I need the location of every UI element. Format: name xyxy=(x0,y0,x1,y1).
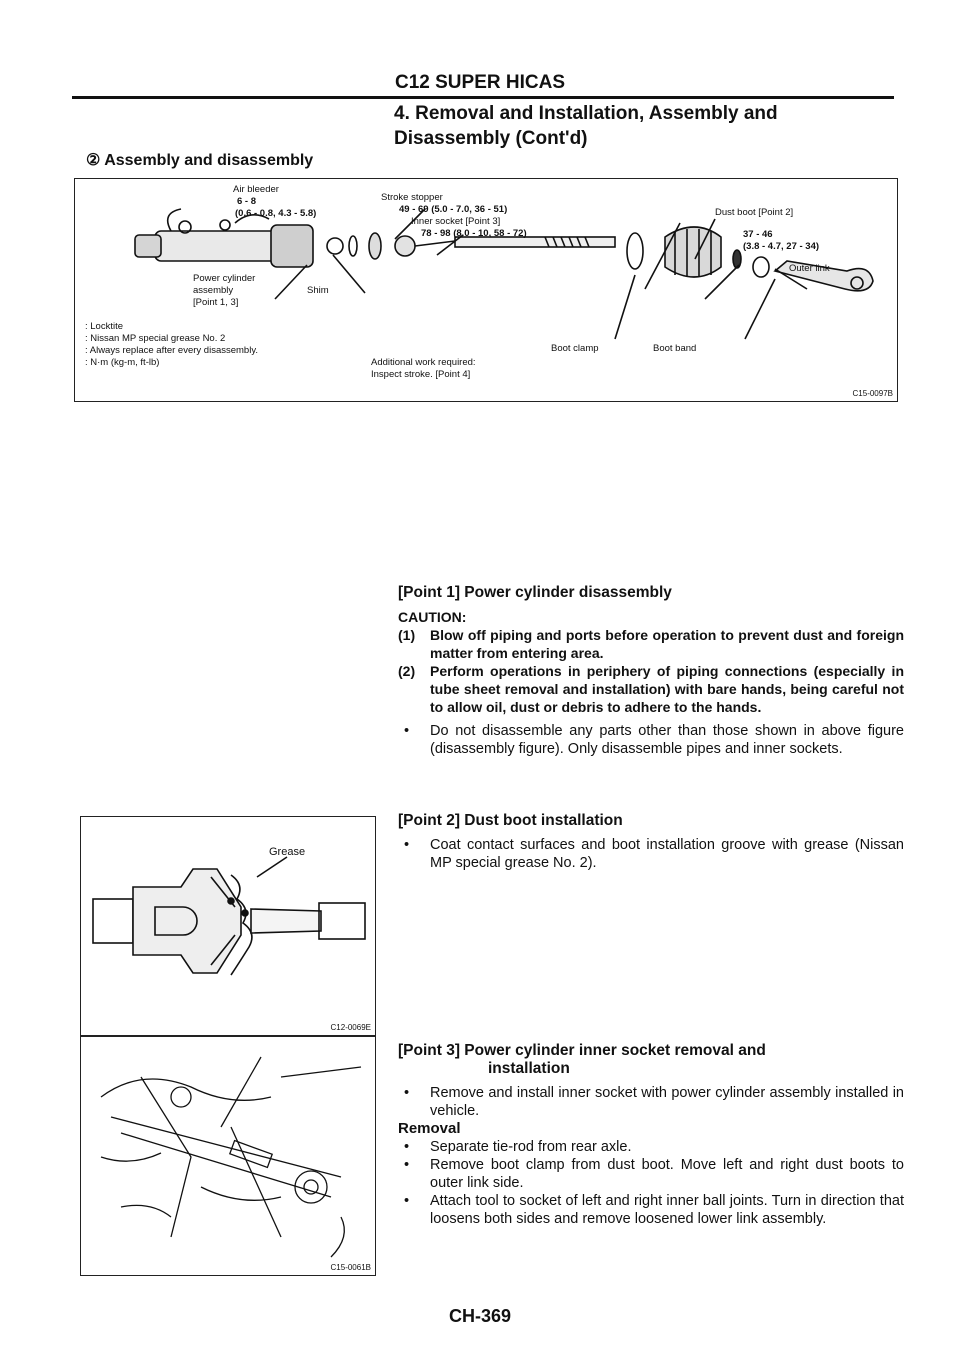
label-torque-inner-socket: 78 - 98 (8.0 - 10, 58 - 72) xyxy=(421,228,527,239)
label-torque-outer-link: 37 - 46 xyxy=(743,229,773,240)
legend-grease: : Nissan MP special grease No. 2 xyxy=(85,333,226,344)
point2-section: [Point 2] Dust boot installation Coat co… xyxy=(398,812,904,872)
point3-section: [Point 3] Power cylinder inner socket re… xyxy=(398,1042,904,1228)
point1-heading: [Point 1] Power cylinder disassembly xyxy=(398,584,672,601)
page-number: CH-369 xyxy=(448,1306,512,1326)
label-torque-outer-link-alt: (3.8 - 4.7, 27 - 34) xyxy=(743,241,820,252)
caution-item-1-number: (1) xyxy=(398,627,416,643)
label-torque-air-bleeder-alt: (0.6 - 0.8, 4.3 - 5.8) xyxy=(235,208,317,219)
label-dust-boot: Dust boot [Point 2] xyxy=(715,207,794,218)
legend-replace: : Always replace after every disassembly… xyxy=(85,345,259,356)
label-assembly: assembly xyxy=(193,285,234,296)
label-boot-clamp: Boot clamp xyxy=(551,343,599,354)
grease-figure: Grease C12-0069E xyxy=(80,816,376,1036)
title-rule xyxy=(72,96,894,99)
caution-item-1-text: Blow off piping and ports before operati… xyxy=(430,627,904,661)
label-grease: Grease xyxy=(269,846,306,858)
subsection-title: ② Assembly and disassembly xyxy=(86,152,314,169)
label-power-cylinder: Power cylinder xyxy=(193,273,256,284)
point2-heading: [Point 2] Dust boot installation xyxy=(398,812,623,829)
figure-code: C12-0069E xyxy=(330,1023,371,1032)
caution-item-2-number: (2) xyxy=(398,663,416,679)
vehicle-figure: C15-0061B xyxy=(80,1036,376,1276)
label-point-1-3: [Point 1, 3] xyxy=(193,297,239,308)
label-air-bleeder: Air bleeder xyxy=(233,184,279,195)
point1-section: [Point 1] Power cylinder disassembly CAU… xyxy=(398,584,904,758)
caution-item-2: (2) Perform operations in periphery of p… xyxy=(398,662,904,716)
removal-step-1: Separate tie-rod from rear axle. xyxy=(398,1138,904,1156)
point3-heading-cont: installation xyxy=(488,1060,570,1077)
removal-step-2: Remove boot clamp from dust boot. Move l… xyxy=(398,1156,904,1192)
label-inspect-stroke: Inspect stroke. [Point 4] xyxy=(371,369,471,380)
assembly-figure: Air bleeder 6 - 8 (0.6 - 0.8, 4.3 - 5.8)… xyxy=(74,178,898,402)
removal-label: Removal xyxy=(398,1120,461,1137)
document-title: C12 SUPER HICAS xyxy=(395,72,565,93)
label-additional-work: Additional work required: xyxy=(371,357,476,368)
point3-heading: [Point 3] Power cylinder inner socket re… xyxy=(398,1042,766,1059)
point2-bullet: Coat contact surfaces and boot installat… xyxy=(398,836,904,872)
caution-item-1: (1) Blow off piping and ports before ope… xyxy=(398,626,904,662)
label-shim: Shim xyxy=(307,285,329,296)
vehicle-drawing xyxy=(100,1056,362,1258)
legend-locktite: : Locktite xyxy=(85,321,124,332)
point3-intro: Remove and install inner socket with pow… xyxy=(398,1084,904,1120)
point1-bullet: Do not disassemble any parts other than … xyxy=(398,722,904,758)
figure-code: C15-0097B xyxy=(852,389,893,398)
caution-item-2-text: Perform operations in periphery of pipin… xyxy=(430,663,904,715)
label-torque-air-bleeder: 6 - 8 xyxy=(237,196,257,207)
removal-step-3: Attach tool to socket of left and right … xyxy=(398,1192,904,1228)
grease-drawing xyxy=(92,856,366,976)
label-outer-link: Outer link xyxy=(789,263,830,274)
label-boot-band: Boot band xyxy=(653,343,697,354)
figure-code: C15-0061B xyxy=(330,1263,371,1272)
label-inner-socket: Inner socket [Point 3] xyxy=(411,216,501,227)
label-stroke-stopper: Stroke stopper xyxy=(381,192,443,203)
legend-torque-unit: : N·m (kg-m, ft-lb) xyxy=(85,357,160,368)
assembly-drawing xyxy=(134,208,874,340)
section-title: 4. Removal and Installation, Assembly an… xyxy=(394,103,778,149)
caution-label: CAUTION: xyxy=(398,609,467,625)
label-torque-stroke-stopper: 49 - 69 (5.0 - 7.0, 36 - 51) xyxy=(399,204,508,215)
